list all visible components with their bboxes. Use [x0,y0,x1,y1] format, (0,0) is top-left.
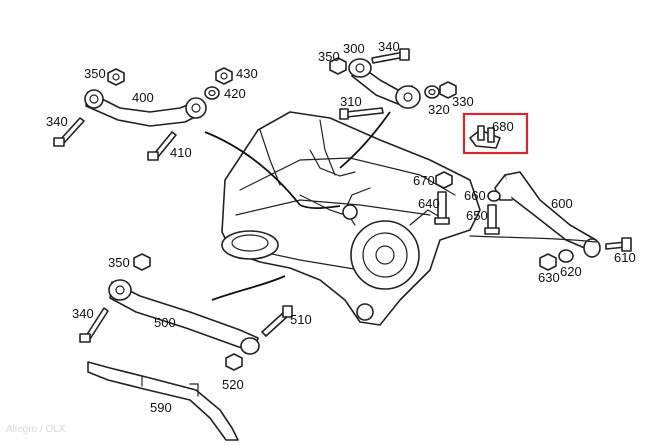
callout-320: 320 [428,102,450,117]
watermark: Allegro / OLX [6,424,66,435]
bolt-610 [605,237,632,252]
callout-640: 640 [418,196,440,211]
callout-340-c: 340 [72,306,94,321]
callout-610: 610 [614,250,636,265]
subframe-assembly [221,111,481,326]
callout-620: 620 [560,264,582,279]
callout-310: 310 [340,94,362,109]
control-arm-600 [494,171,601,258]
callout-410: 410 [170,145,192,160]
callout-660: 660 [464,188,486,203]
nut-670 [435,171,453,189]
callout-420: 420 [224,86,246,101]
nut-330 [439,81,457,99]
callout-520: 520 [222,377,244,392]
callout-430: 430 [236,66,258,81]
nut-630 [539,253,557,271]
callout-340-a: 340 [378,39,400,54]
callout-350-a: 350 [318,49,340,64]
bolt-510 [261,305,293,337]
callout-300: 300 [343,41,365,56]
callout-labels: 350 300 340 350 430 400 420 310 320 330 … [46,39,636,415]
strut-590 [87,361,239,441]
callout-650: 650 [466,208,488,223]
callout-630: 630 [538,270,560,285]
bolt-340-c [79,307,109,343]
callout-350-b: 350 [84,66,106,81]
highlight-box-680 [462,112,529,155]
bolt-310 [339,107,384,120]
callout-600: 600 [551,196,573,211]
washer-420 [204,86,220,100]
bolt-640 [434,191,450,225]
leader-lines [204,111,597,301]
callout-680: 680 [492,119,514,134]
bolt-650 [484,204,500,235]
callout-510: 510 [290,312,312,327]
washer-620 [558,249,574,263]
control-arm-300 [348,58,421,109]
callout-340-b: 340 [46,114,68,129]
bolt-340-b [371,48,410,64]
nut-350-c [133,253,151,271]
nut-430 [215,67,233,85]
nut-350-a [107,68,125,86]
control-arm-500 [108,279,260,355]
bolt-340-a [53,117,85,147]
washer-320 [424,85,440,99]
callout-400: 400 [132,90,154,105]
control-arm-400 [84,89,207,127]
bracket-680 [469,125,501,149]
nut-350-b [329,57,347,75]
callout-670: 670 [413,173,435,188]
callout-330: 330 [452,94,474,109]
callout-590: 590 [150,400,172,415]
nut-520 [225,353,243,371]
callout-350-c: 350 [108,255,130,270]
bolt-410 [147,131,177,161]
washer-660 [487,190,501,202]
callout-500: 500 [154,315,176,330]
